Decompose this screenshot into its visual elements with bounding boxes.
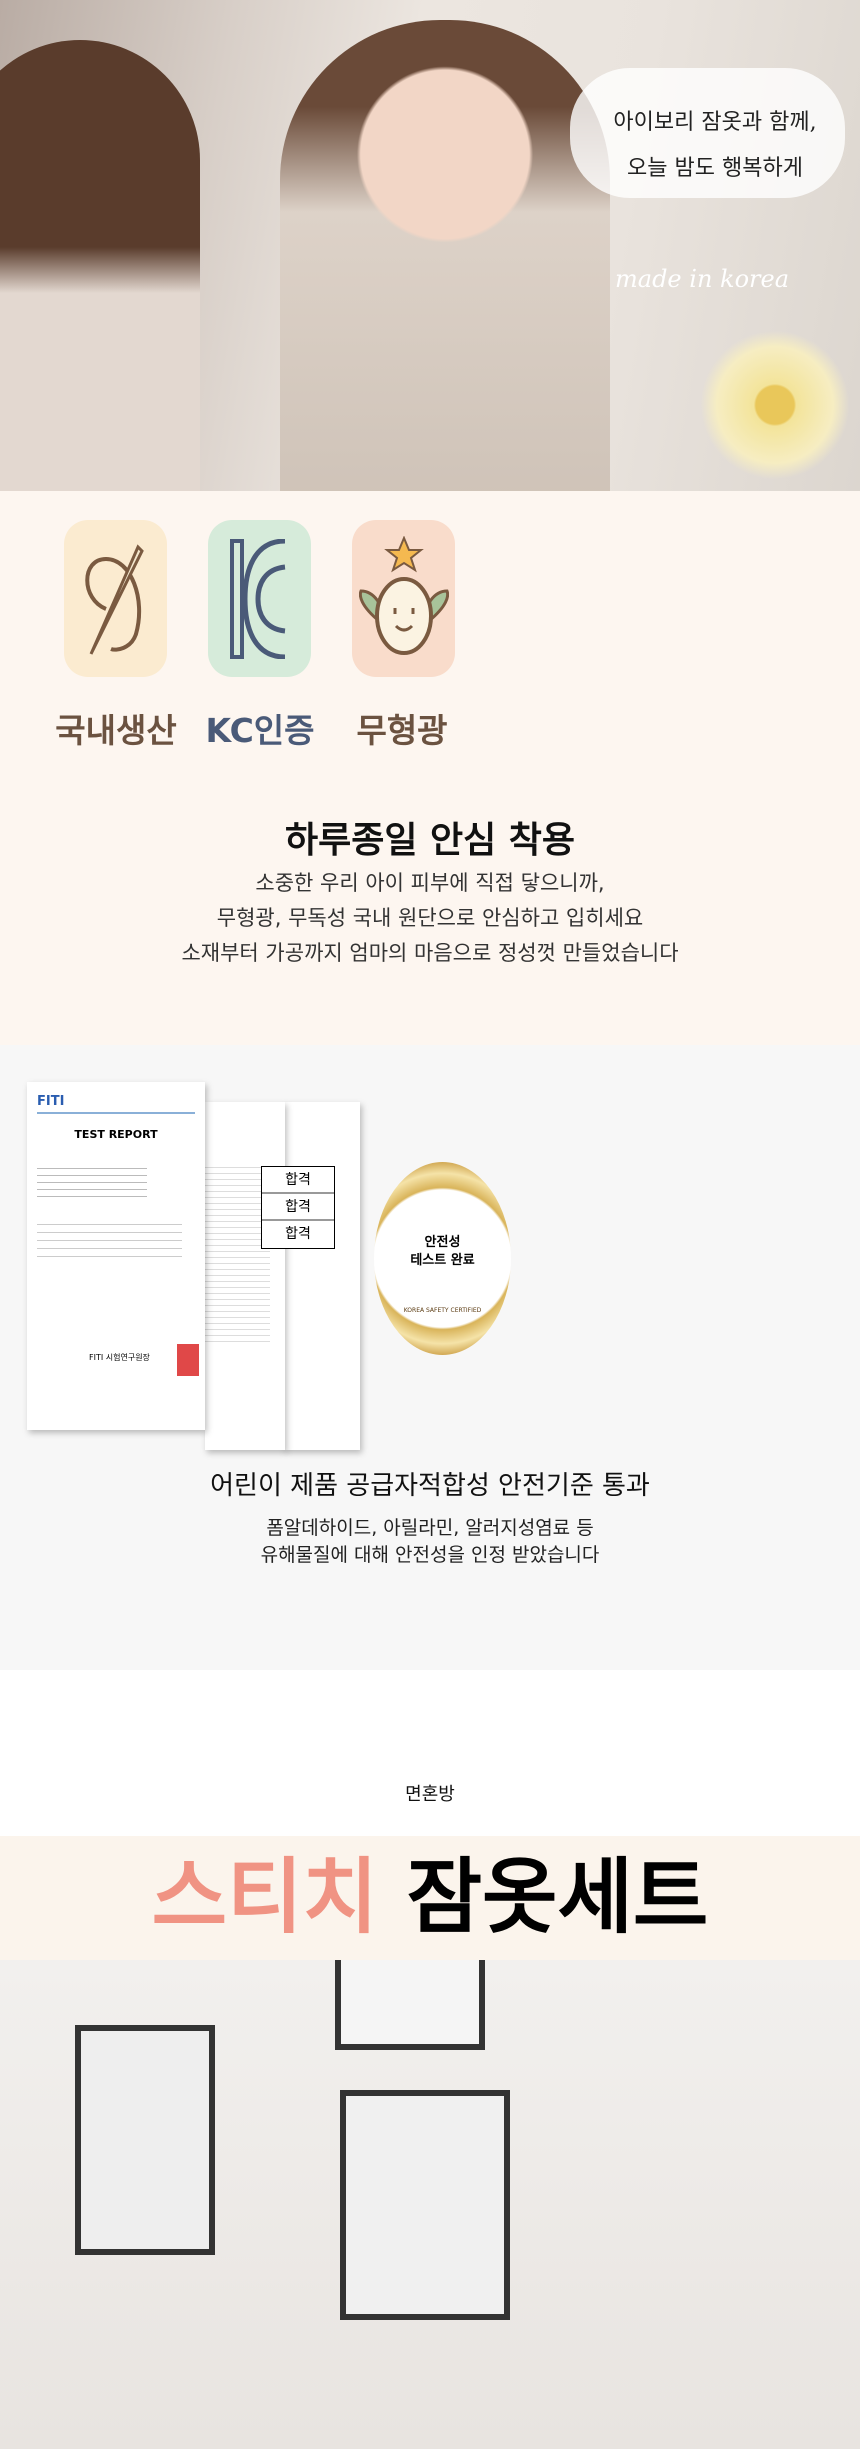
hero-photo: 아이보리 잠옷과 함께, 오늘 밤도 행복하게 made in korea bbox=[0, 0, 860, 491]
fiti-logo: FITI bbox=[37, 1094, 65, 1109]
kc-mark-icon bbox=[208, 520, 311, 677]
bubble-line: 오늘 밤도 행복하게 bbox=[627, 156, 803, 181]
institute-name: FITI 시험연구원장 bbox=[89, 1353, 150, 1362]
badge-ring-text: KOREA SAFETY CERTIFIED bbox=[403, 1307, 482, 1314]
safety-description: 소중한 우리 아이 피부에 직접 닿으니까, 무형광, 무독성 국내 원단으로 … bbox=[0, 866, 860, 971]
result-pass: 합격 bbox=[262, 1194, 334, 1221]
badge-text: 안전성 bbox=[424, 1235, 461, 1250]
feature-label: 국내생산 bbox=[55, 711, 177, 750]
kids-pajama-photo bbox=[0, 1960, 860, 2449]
speech-bubble bbox=[570, 68, 845, 198]
features-section: 국내생산 KC인증 무형광 하루종일 안심 착용 소중한 우리 아이 피부에 직… bbox=[0, 491, 860, 1045]
description-line: 소중한 우리 아이 피부에 직접 닿으니까, bbox=[255, 871, 605, 895]
red-seal bbox=[177, 1344, 199, 1376]
result-pass: 합격 bbox=[285, 1226, 311, 1242]
girl-figure bbox=[280, 20, 610, 491]
safety-title-text: 하루종일 안심 착용 bbox=[272, 811, 588, 863]
result-pass: 합격 bbox=[262, 1167, 334, 1194]
speech-bubble-text: 아이보리 잠옷과 함께, 오늘 밤도 행복하게 bbox=[585, 100, 845, 192]
flower-decoration bbox=[700, 330, 850, 480]
safety-certified-badge: 안전성 테스트 완료 KOREA SAFETY CERTIFIED bbox=[374, 1162, 511, 1355]
test-report-page-2 bbox=[205, 1102, 285, 1450]
description-line: 무형광, 무독성 국내 원단으로 안심하고 입히세요 bbox=[216, 906, 644, 930]
bubble-line: 아이보리 잠옷과 함께, bbox=[613, 110, 817, 135]
result-box: 합격 합격 합격 bbox=[261, 1166, 335, 1249]
cert-description: 폼알데하이드, 아릴라민, 알러지성염료 등 유해물질에 대해 안전성을 인정 … bbox=[0, 1515, 860, 1569]
needle-thread-icon bbox=[64, 520, 167, 677]
test-report-page-1: FITI TEST REPORT FITI 시험연구원장 bbox=[27, 1082, 205, 1430]
feature-label: KC인증 bbox=[205, 711, 315, 750]
product-title-accent: 스티치 bbox=[151, 1850, 378, 1945]
badge-text: 테스트 완료 bbox=[410, 1253, 475, 1268]
cert-title-text: 어린이 제품 공급자적합성 안전기준 통과 bbox=[202, 1465, 658, 1502]
product-title-rest: 잠옷세트 bbox=[406, 1850, 709, 1945]
fabric-label: 면혼방 bbox=[405, 1784, 455, 1805]
description-line: 폼알데하이드, 아릴라민, 알러지성염료 등 bbox=[266, 1517, 594, 1539]
certificate-section: FITI TEST REPORT FITI 시험연구원장 합격 합격 합격 안전… bbox=[0, 1045, 860, 1670]
feature-label: 무형광 bbox=[356, 711, 448, 750]
cert-title: 어린이 제품 공급자적합성 안전기준 통과 bbox=[0, 1465, 860, 1502]
test-report-page-3 bbox=[283, 1102, 360, 1450]
description-line: 유해물질에 대해 안전성을 인정 받았습니다 bbox=[260, 1544, 600, 1566]
smiley-sprout-icon bbox=[352, 520, 455, 677]
product-title: 스티치 잠옷세트 bbox=[0, 1836, 860, 1960]
child-back-figure bbox=[0, 40, 200, 491]
safety-title: 하루종일 안심 착용 bbox=[0, 811, 860, 863]
report-title: TEST REPORT bbox=[74, 1128, 158, 1141]
description-line: 소재부터 가공까지 엄마의 마음으로 정성껏 만들었습니다 bbox=[181, 941, 679, 965]
made-in-korea-text: made in korea bbox=[615, 265, 789, 293]
